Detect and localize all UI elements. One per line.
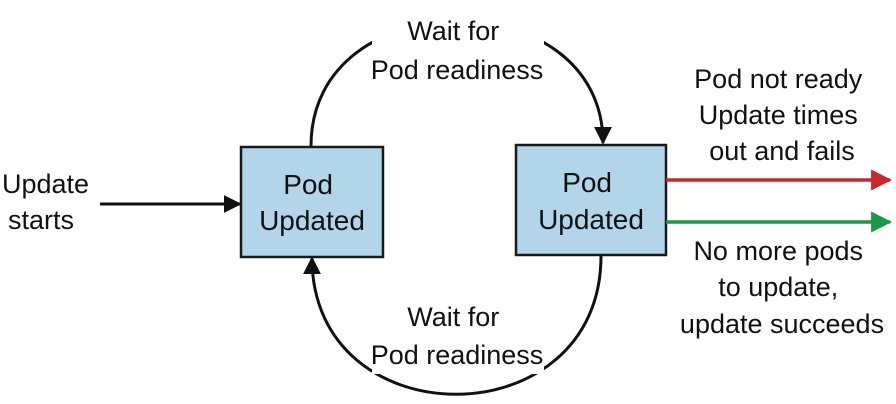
success-outcome-line2: to update,: [718, 272, 838, 302]
fail-outcome-label: Pod not ready Update times out and fails: [694, 64, 870, 166]
bottom-loop-line2: Pod readiness: [371, 340, 544, 370]
pod-updated-right-label: Pod Updated: [538, 167, 644, 235]
bottom-loop-label-bg: [372, 294, 544, 374]
pod-updated-left-line2: Updated: [259, 205, 365, 236]
top-loop-label-bg: [372, 10, 544, 90]
pod-updated-box-left: [239, 145, 385, 259]
fail-outcome-line2: Update times: [699, 100, 858, 130]
pod-updated-left-line1: Pod: [283, 169, 333, 200]
top-loop-line2: Pod readiness: [371, 55, 544, 85]
pod-updated-box-right: [514, 143, 668, 257]
bottom-loop-line1: Wait for: [407, 302, 499, 332]
success-outcome-line3: update succeeds: [680, 309, 884, 339]
bottom-loop-arrow: [303, 255, 603, 396]
pod-updated-right-line2: Updated: [538, 204, 644, 235]
bottom-loop-label: Wait for Pod readiness: [371, 302, 544, 370]
update-starts-line1: Update: [2, 169, 89, 199]
top-loop-label: Wait for Pod readiness: [371, 16, 544, 85]
fail-outcome-line1: Pod not ready: [694, 64, 863, 94]
pod-updated-left-label: Pod Updated: [259, 169, 365, 236]
success-outcome-line1: No more pods: [693, 236, 863, 266]
fail-outcome-line3: out and fails: [709, 136, 855, 166]
pod-updated-right-line1: Pod: [562, 167, 612, 198]
update-starts-label: Update starts: [2, 169, 97, 235]
success-outcome-label: No more pods to update, update succeeds: [680, 236, 884, 339]
top-loop-line1: Wait for: [407, 16, 499, 46]
update-starts-line2: starts: [8, 205, 74, 235]
